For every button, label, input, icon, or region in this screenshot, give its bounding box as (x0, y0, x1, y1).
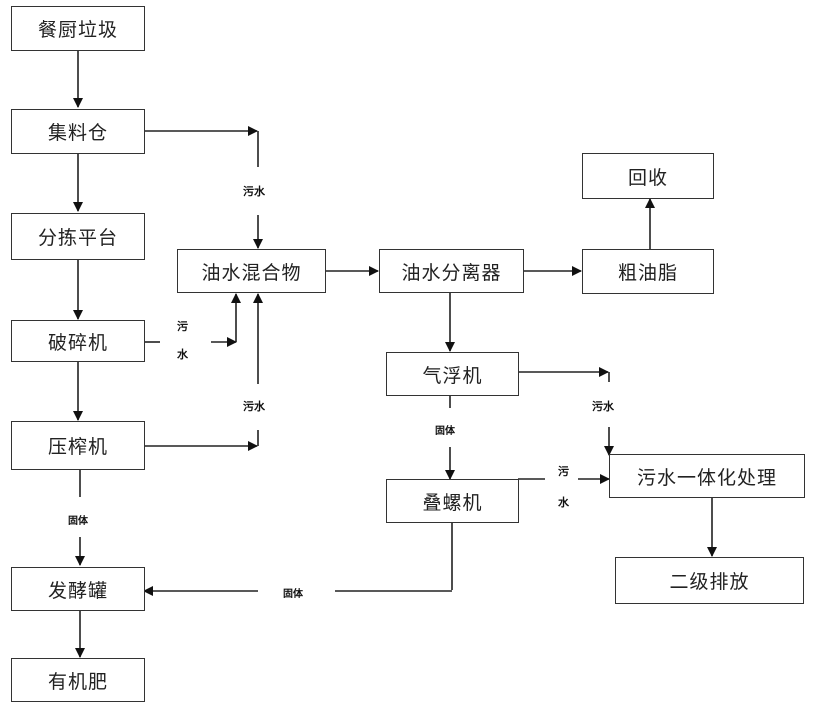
label-sewage-crusher-1: 污 (177, 320, 188, 333)
label-sewage-screw-1: 污 (558, 465, 569, 478)
node-label: 破碎机 (47, 331, 108, 354)
node-label: 发酵罐 (47, 579, 108, 602)
node-label: 油水混合物 (201, 261, 302, 284)
node-label: 分拣平台 (37, 227, 118, 249)
node-label: 压榨机 (47, 436, 108, 458)
node-label: 集料仓 (47, 122, 108, 144)
node-press: 压榨机 (11, 421, 145, 470)
node-oil-water-mixture: 油水混合物 (177, 249, 326, 293)
node-label: 餐厨垃圾 (37, 19, 118, 41)
label-solid-screw: 固体 (283, 589, 303, 600)
label-sewage-press: 污水 (243, 400, 265, 413)
label-sewage-flotation: 污水 (592, 400, 614, 413)
node-organic-fertilizer: 有机肥 (11, 658, 145, 702)
label-sewage-crusher-2: 水 (177, 348, 188, 361)
node-fermentation-tank: 发酵罐 (11, 567, 145, 611)
node-secondary-discharge: 二级排放 (615, 557, 804, 604)
node-label: 二级排放 (669, 571, 750, 593)
node-sorting-platform: 分拣平台 (11, 213, 145, 260)
label-sewage-screw-2: 水 (558, 496, 569, 509)
label-solid-flotation: 固体 (435, 426, 455, 437)
node-label: 污水一体化处理 (636, 466, 777, 489)
node-label: 回收 (627, 166, 668, 189)
node-air-flotation: 气浮机 (386, 352, 519, 396)
node-kitchen-waste: 餐厨垃圾 (11, 6, 145, 51)
node-oil-water-separator: 油水分离器 (379, 249, 524, 293)
label-solid-press: 固体 (68, 516, 88, 527)
node-label: 叠螺机 (422, 491, 483, 514)
node-collection-bin: 集料仓 (11, 109, 145, 154)
node-label: 粗油脂 (617, 262, 678, 284)
node-crusher: 破碎机 (11, 320, 145, 362)
node-crude-grease: 粗油脂 (582, 249, 714, 294)
node-label: 油水分离器 (401, 261, 502, 284)
label-sewage-bin: 污水 (243, 185, 265, 198)
node-sewage-integrated-treatment: 污水一体化处理 (609, 454, 805, 498)
node-label: 气浮机 (422, 364, 483, 387)
node-screw-press-dewatering: 叠螺机 (386, 479, 519, 523)
node-label: 有机肥 (47, 670, 108, 693)
node-recovery: 回收 (582, 153, 714, 199)
